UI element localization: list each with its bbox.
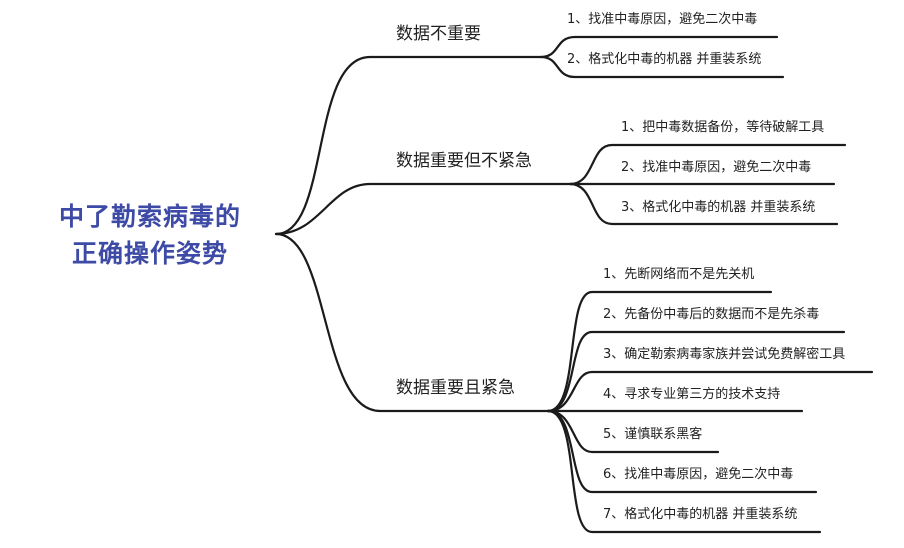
b3-leaf-7[interactable]: 7、格式化中毒的机器 并重装系统 (603, 507, 798, 522)
b2-leaf-3[interactable]: 3、格式化中毒的机器 并重装系统 (621, 200, 816, 215)
connector-b3-leaf-3 (546, 370, 874, 413)
branch-important-and-urgent[interactable]: 数据重要且紧急 (396, 378, 515, 398)
b3-leaf-5[interactable]: 5、谨慎联系黑客 (603, 427, 703, 442)
connector-b2-leaf-3 (568, 182, 839, 226)
b1-leaf-1[interactable]: 1、找准中毒原因，避免二次中毒 (567, 12, 758, 27)
branch-data-not-important[interactable]: 数据不重要 (396, 24, 481, 44)
b3-leaf-3[interactable]: 3、确定勒索病毒家族并尝试免费解密工具 (603, 347, 846, 362)
b3-leaf-4[interactable]: 4、寻求专业第三方的技术支持 (603, 387, 781, 402)
connector-root-branch-1 (274, 55, 543, 236)
connector-root-branch-3 (274, 232, 550, 413)
b2-leaf-1[interactable]: 1、把中毒数据备份，等待破解工具 (621, 120, 825, 135)
branch-important-not-urgent[interactable]: 数据重要但不紧急 (396, 151, 532, 171)
b3-leaf-2[interactable]: 2、先备份中毒后的数据而不是先杀毒 (603, 307, 820, 322)
root-topic[interactable]: 中了勒索病毒的 正确操作姿势 (36, 198, 264, 272)
b1-leaf-2[interactable]: 2、格式化中毒的机器 并重装系统 (567, 52, 762, 67)
root-topic-line-2: 正确操作姿势 (71, 239, 228, 268)
connector-root-branch-2 (274, 182, 572, 236)
root-topic-line-1: 中了勒索病毒的 (58, 202, 241, 231)
b2-leaf-2[interactable]: 2、找准中毒原因，避免二次中毒 (621, 160, 812, 175)
b3-leaf-1[interactable]: 1、先断网络而不是先关机 (603, 267, 755, 282)
connector-b3-leaf-1 (546, 290, 773, 413)
b3-leaf-6[interactable]: 6、找准中毒原因，避免二次中毒 (603, 467, 794, 482)
connector-b3-leaf-2 (546, 330, 846, 413)
connector-b3-leaf-7 (546, 409, 822, 534)
connector-b2-leaf-1 (568, 143, 847, 186)
connector-b1-leaf-1 (539, 35, 779, 59)
connector-b1-leaf-2 (539, 55, 785, 79)
